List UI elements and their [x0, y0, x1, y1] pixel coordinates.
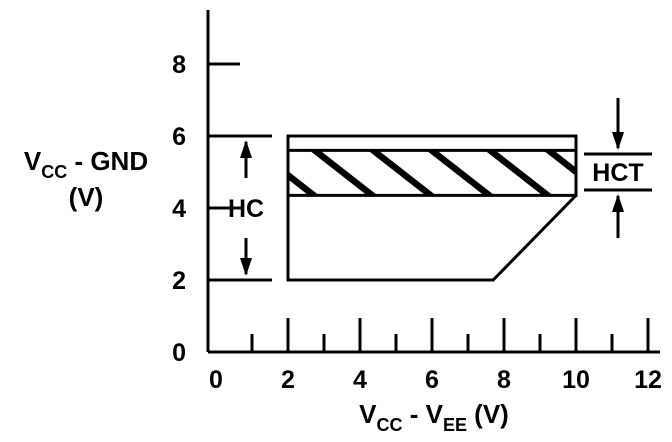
plot-regions [286, 134, 578, 282]
hct-arrow-down [612, 132, 624, 150]
x-tick-label: 8 [497, 366, 511, 394]
y-tick-label: 0 [172, 339, 186, 367]
hc-label: HC [228, 195, 264, 223]
x-tick-label: 6 [425, 366, 439, 394]
x-tick-label: 12 [634, 366, 662, 394]
ticks: 0 2 4 6 8 10 12 0 2 4 6 8 [172, 51, 662, 394]
hct-arrow-up [612, 194, 624, 212]
y-tick-label: 2 [172, 267, 186, 295]
hc-arrow-up [240, 140, 252, 158]
y-tick-label: 8 [172, 51, 186, 79]
x-tick-label: 0 [209, 366, 223, 394]
y-tick-label: 6 [172, 123, 186, 151]
range-markers: HC HCT [208, 98, 652, 282]
x-axis-label: VCC - VEE (V) [359, 399, 509, 435]
hct-label: HCT [592, 159, 643, 187]
y-axis-label-unit: (V) [69, 182, 104, 212]
x-tick-label: 4 [353, 366, 367, 394]
axes [206, 10, 660, 354]
x-tick-label: 2 [281, 366, 295, 394]
hc-arrow-down [240, 258, 252, 276]
region-hct [286, 148, 578, 197]
y-axis-label: VCC - GND [24, 146, 148, 182]
x-tick-label: 10 [562, 366, 590, 394]
y-tick-label: 4 [172, 195, 186, 223]
